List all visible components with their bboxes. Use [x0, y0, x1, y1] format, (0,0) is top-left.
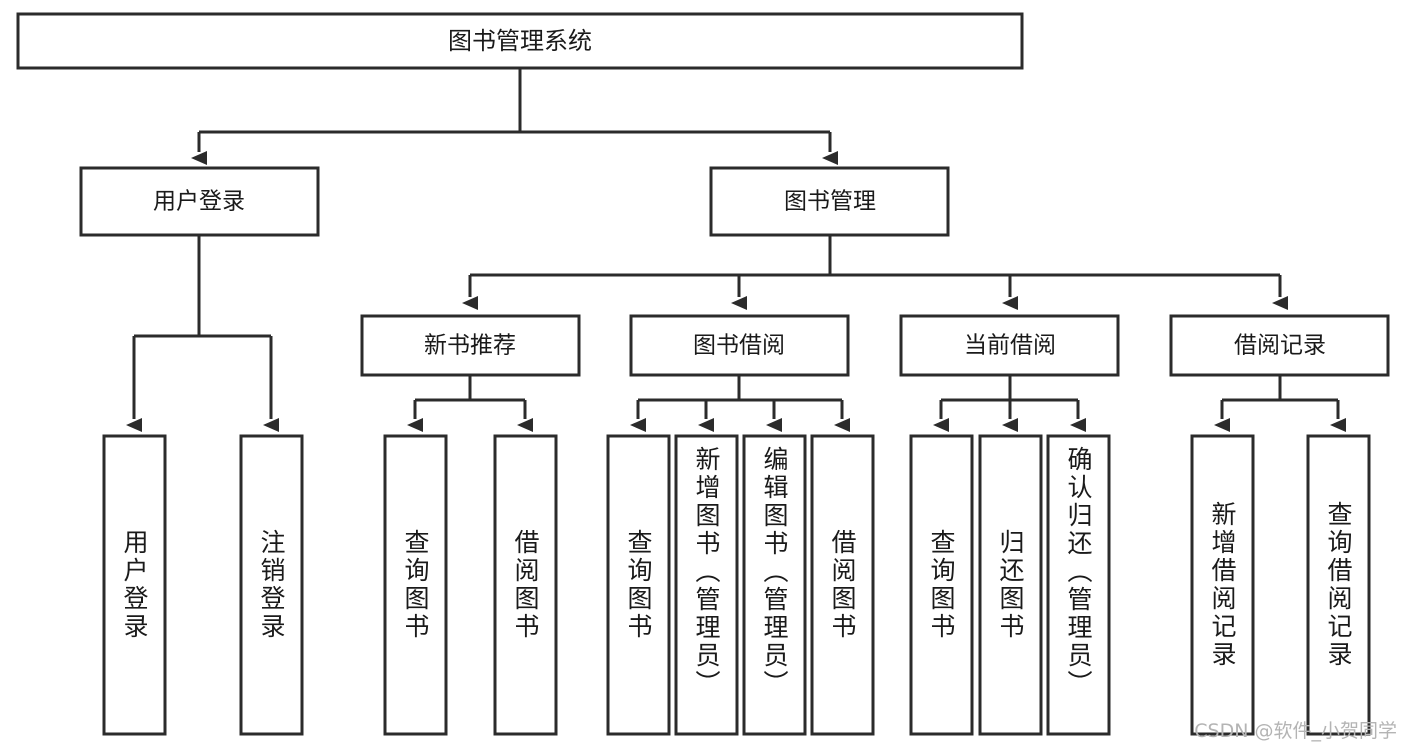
leaf-box-2[interactable]: [383, 434, 448, 736]
edge-userlogin-to-leaves: [126, 235, 279, 432]
node-borrow-record[interactable]: 借阅记录: [1169, 314, 1390, 377]
leaf-box-0[interactable]: [102, 434, 167, 736]
node-book-management-label: 图书管理: [784, 189, 876, 215]
node-user-login[interactable]: 用户登录: [79, 166, 320, 237]
leaf-boxes: [102, 434, 1371, 736]
node-new-book-recommend-label: 新书推荐: [424, 333, 516, 359]
edge-newbook-to-leaves: [407, 375, 533, 432]
edge-root-to-level2: [191, 68, 838, 165]
leaf-box-1[interactable]: [239, 434, 304, 736]
edge-borrow-to-leaves: [630, 375, 850, 432]
leaf-box-8[interactable]: [909, 434, 974, 736]
node-user-login-label: 用户登录: [153, 189, 245, 215]
leaf-box-12[interactable]: [1306, 434, 1371, 736]
edge-record-to-leaves: [1214, 375, 1346, 432]
leaf-box-11[interactable]: [1190, 434, 1255, 736]
leaf-box-3[interactable]: [493, 434, 558, 736]
edge-bookmgmt-to-level3: [462, 235, 1288, 310]
watermark-text: CSDN @软件_小贺同学: [1194, 720, 1397, 742]
leaf-box-5[interactable]: [674, 434, 739, 736]
edge-current-to-leaves: [933, 375, 1086, 432]
node-borrow-record-label: 借阅记录: [1234, 333, 1326, 359]
leaf-box-7[interactable]: [810, 434, 875, 736]
node-root[interactable]: 图书管理系统: [16, 12, 1024, 70]
leaf-box-9[interactable]: [978, 434, 1043, 736]
leaf-box-6[interactable]: [742, 434, 807, 736]
leaf-box-10[interactable]: [1046, 434, 1111, 736]
node-book-borrow-label: 图书借阅: [693, 333, 785, 359]
node-current-borrow-label: 当前借阅: [964, 333, 1056, 359]
node-book-management[interactable]: 图书管理: [709, 166, 950, 237]
node-new-book-recommend[interactable]: 新书推荐: [360, 314, 581, 377]
node-current-borrow[interactable]: 当前借阅: [899, 314, 1120, 377]
node-root-label: 图书管理系统: [448, 27, 592, 55]
node-book-borrow[interactable]: 图书借阅: [629, 314, 850, 377]
leaf-box-4[interactable]: [606, 434, 671, 736]
